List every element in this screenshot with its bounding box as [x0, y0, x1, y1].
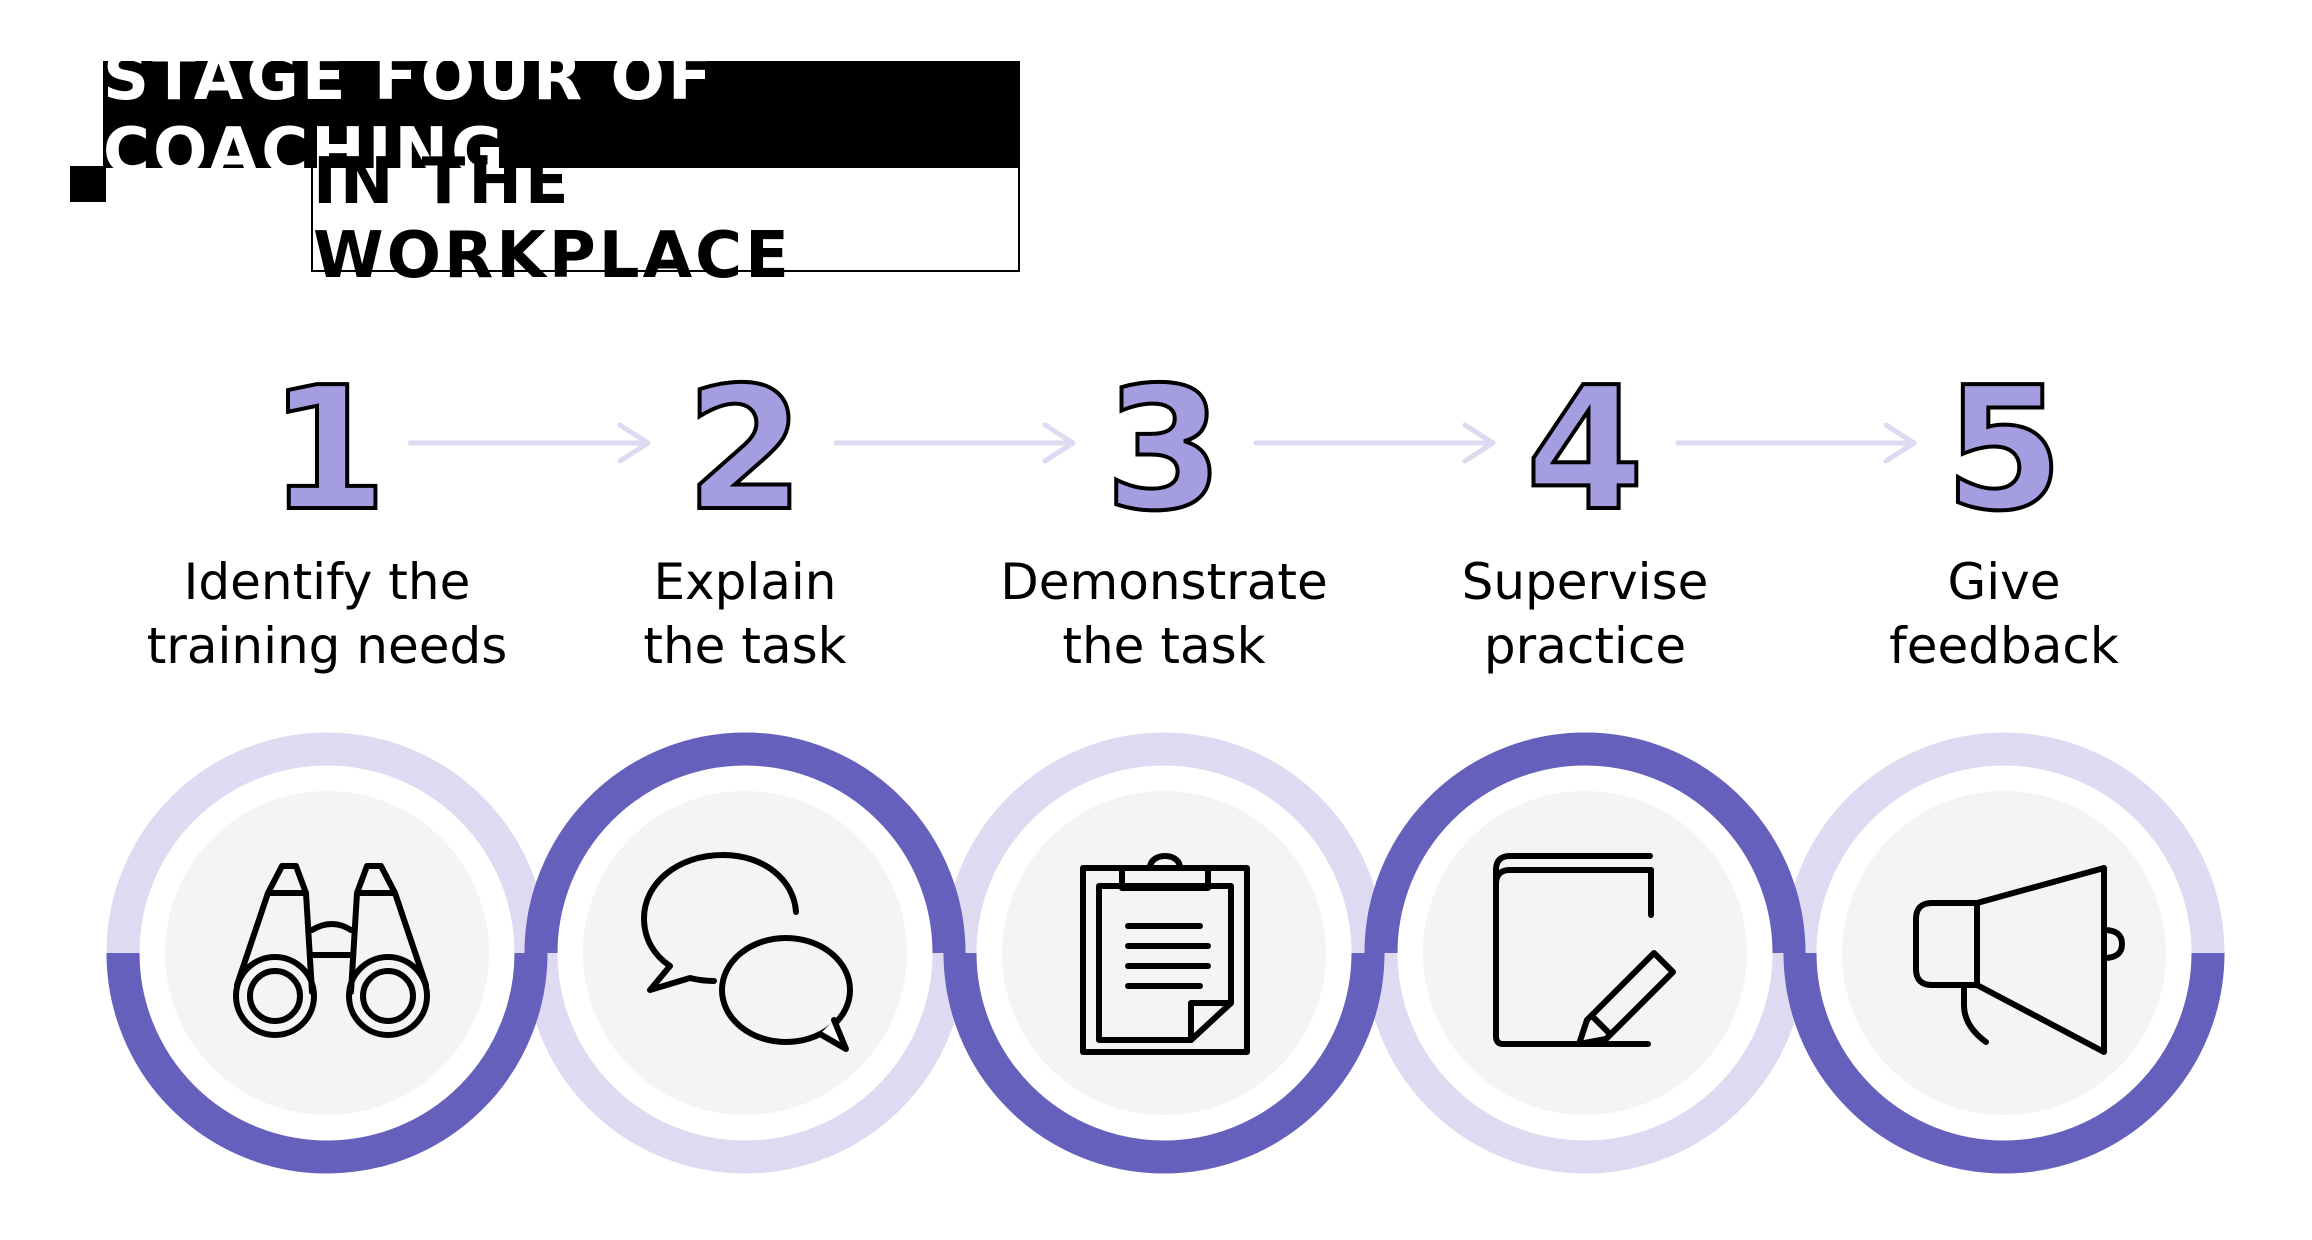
chat-bubbles-icon [641, 852, 853, 1052]
megaphone-icon [1913, 865, 2125, 1055]
binoculars-icon [233, 863, 430, 1038]
step-number-3: 3 [1105, 351, 1223, 549]
icon-disc-4 [1423, 791, 1747, 1115]
icon-disc-3 [1002, 791, 1326, 1115]
arrow-3-4 [1253, 422, 1496, 464]
arrow-1-2 [407, 422, 651, 464]
arrow-2-3 [833, 422, 1076, 464]
step-label-1-line-2: training needs [146, 617, 508, 675]
step-label-4-line-1: Supervise [1461, 553, 1709, 611]
title-decoration [70, 166, 106, 202]
step-label-5: Give feedback [1784, 550, 2224, 678]
step-number-1: 1 [269, 351, 387, 549]
ring-dark-half-1 [106, 952, 548, 1174]
step-label-2-line-1: Explain [653, 553, 837, 611]
step-label-1-line-1: Identify the [183, 553, 471, 611]
step-label-3-line-1: Demonstrate [1000, 553, 1328, 611]
arrow-4-5 [1675, 422, 1917, 464]
step-label-4: Supervise practice [1365, 550, 1805, 678]
ring-dark-half-3 [943, 952, 1385, 1174]
step-label-3-line-2: the task [1062, 617, 1266, 675]
step-label-3: Demonstrate the task [944, 550, 1384, 678]
step-number-2: 2 [686, 351, 804, 549]
step-label-2: Explain the task [525, 550, 965, 678]
notebook-pencil-icon [1493, 853, 1676, 1047]
step-label-5-line-2: feedback [1889, 617, 2119, 675]
ring-dark-half-2 [524, 732, 966, 954]
step-number-4: 4 [1526, 351, 1644, 549]
step-label-2-line-2: the task [643, 617, 847, 675]
step-label-1: Identify the training needs [107, 550, 547, 678]
step-label-5-line-1: Give [1947, 553, 2061, 611]
clipboard-icon [1080, 853, 1250, 1055]
step-label-4-line-2: practice [1483, 617, 1687, 675]
ring-dark-half-5 [1783, 952, 2225, 1174]
ring-dark-half-4 [1364, 732, 1806, 954]
step-number-5: 5 [1945, 351, 2063, 549]
